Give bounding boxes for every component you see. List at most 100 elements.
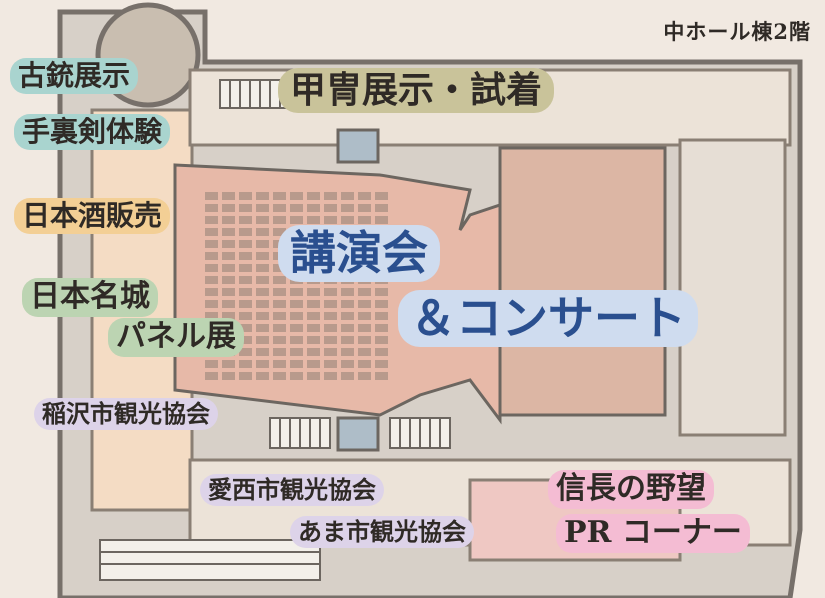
right-wing: [678, 138, 787, 437]
seat-block: [273, 312, 286, 320]
seat-block: [273, 336, 286, 344]
lecture-label: 講演会: [278, 225, 440, 282]
seat-block: [273, 276, 286, 284]
seat-block: [205, 300, 218, 308]
seat-block: [324, 336, 337, 344]
seat-block: [290, 372, 303, 380]
seat-block: [256, 216, 269, 224]
seat-block: [341, 204, 354, 212]
seat-block: [205, 216, 218, 224]
seat-block: [205, 240, 218, 248]
seat-block: [239, 228, 252, 236]
seat-block: [239, 264, 252, 272]
seat-block: [324, 288, 337, 296]
seat-block: [273, 288, 286, 296]
seat-block: [256, 348, 269, 356]
seat-block: [273, 300, 286, 308]
seat-block: [290, 204, 303, 212]
nobunaga-label: 信長の野望: [548, 470, 714, 509]
seat-block: [273, 348, 286, 356]
seat-block: [222, 360, 235, 368]
seat-block: [222, 192, 235, 200]
seat-block: [290, 300, 303, 308]
seat-block: [375, 216, 388, 224]
shuriken-experience-label: 手裏剣体験: [14, 114, 171, 151]
seat-block: [239, 252, 252, 260]
seat-block: [205, 276, 218, 284]
seat-block: [273, 228, 286, 236]
seat-block: [375, 300, 388, 308]
seat-block: [273, 204, 286, 212]
seat-block: [205, 204, 218, 212]
seat-block: [341, 300, 354, 308]
pr-corner-label: PR コーナー: [556, 514, 750, 553]
seat-block: [256, 228, 269, 236]
seat-block: [341, 348, 354, 356]
famous-castle-label: 日本名城: [22, 278, 158, 317]
seat-block: [307, 348, 320, 356]
inazawa-tourism-label: 稲沢市観光協会: [34, 398, 218, 430]
seat-block: [273, 324, 286, 332]
stairs-bottom-left: [99, 539, 321, 581]
seat-block: [358, 348, 371, 356]
seat-block: [290, 348, 303, 356]
seat-block: [222, 276, 235, 284]
seat-block: [273, 216, 286, 224]
seat-block: [239, 348, 252, 356]
seat-block: [239, 360, 252, 368]
seat-block: [375, 360, 388, 368]
seat-block: [358, 312, 371, 320]
seat-block: [273, 372, 286, 380]
seat-block: [324, 348, 337, 356]
seat-block: [205, 228, 218, 236]
seat-block: [307, 204, 320, 212]
seat-block: [324, 300, 337, 308]
seat-block: [307, 312, 320, 320]
seat-block: [307, 300, 320, 308]
seat-block: [256, 240, 269, 248]
seat-block: [256, 324, 269, 332]
seat-block: [375, 312, 388, 320]
seat-block: [273, 360, 286, 368]
seat-block: [358, 300, 371, 308]
seat-block: [290, 288, 303, 296]
seat-block: [341, 216, 354, 224]
seat-block: [256, 300, 269, 308]
seat-block: [239, 300, 252, 308]
seat-block: [239, 192, 252, 200]
seat-block: [222, 216, 235, 224]
seat-block: [222, 300, 235, 308]
armor-exhibit-label: 甲冑展示・試着: [278, 68, 555, 114]
seat-block: [256, 312, 269, 320]
seat-block: [358, 192, 371, 200]
seat-block: [375, 204, 388, 212]
seat-block: [324, 204, 337, 212]
seat-block: [341, 372, 354, 380]
seat-block: [256, 336, 269, 344]
seat-block: [307, 336, 320, 344]
panel-exhibit-label: パネル展: [108, 318, 244, 357]
seat-block: [273, 192, 286, 200]
sake-sales-label: 日本酒販売: [14, 198, 171, 235]
seat-block: [239, 336, 252, 344]
seat-block: [205, 360, 218, 368]
seat-block: [205, 264, 218, 272]
stage: [498, 146, 667, 417]
seat-block: [375, 288, 388, 296]
seat-block: [205, 372, 218, 380]
seat-block: [239, 324, 252, 332]
seat-block: [290, 336, 303, 344]
seat-block: [256, 204, 269, 212]
seat-block: [222, 264, 235, 272]
aisai-tourism-label: 愛西市観光協会: [200, 474, 384, 506]
seat-block: [290, 216, 303, 224]
seat-block: [341, 336, 354, 344]
seat-block: [222, 372, 235, 380]
seat-block: [324, 216, 337, 224]
seat-block: [239, 216, 252, 224]
seat-block: [222, 240, 235, 248]
seat-block: [324, 360, 337, 368]
seat-block: [358, 216, 371, 224]
seat-block: [324, 372, 337, 380]
seat-block: [307, 324, 320, 332]
